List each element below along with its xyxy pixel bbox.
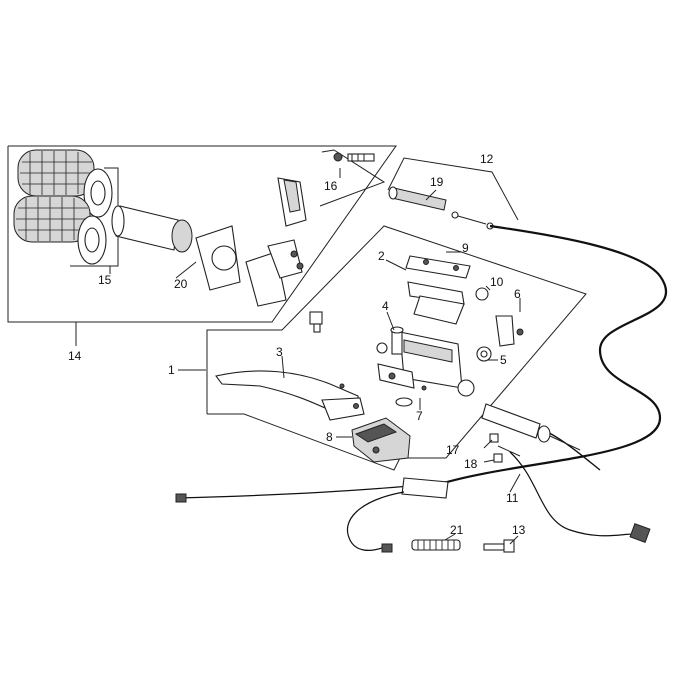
callout-7: 7 xyxy=(416,409,423,423)
brake-lever xyxy=(215,370,365,421)
group-1-frame xyxy=(206,225,587,471)
switch-housing-upper xyxy=(277,177,307,227)
mirror-clamp xyxy=(495,315,524,347)
callout-16: 16 xyxy=(324,179,338,193)
leader-lines xyxy=(175,168,521,545)
handlebar-grip-upper xyxy=(17,149,113,218)
callout-6: 6 xyxy=(514,287,521,301)
callout-3: 3 xyxy=(276,345,283,359)
lever-bolt xyxy=(309,311,323,333)
callout-labels: 1 2 3 4 5 6 7 8 9 10 11 12 13 14 15 16 1… xyxy=(68,152,526,537)
wiring-harness xyxy=(175,451,651,553)
callout-9: 9 xyxy=(462,241,469,255)
callout-12: 12 xyxy=(480,152,494,166)
callout-15: 15 xyxy=(98,273,112,287)
callout-10: 10 xyxy=(490,275,504,289)
throttle-cable xyxy=(439,224,668,486)
cable-screw xyxy=(483,539,515,553)
group-14-frame xyxy=(7,145,397,346)
washer xyxy=(395,385,427,407)
group-12-frame xyxy=(387,157,519,221)
bleed-nut xyxy=(475,287,489,301)
callout-20: 20 xyxy=(174,277,188,291)
banjo-bolt xyxy=(476,346,492,362)
callout-14: 14 xyxy=(68,349,82,363)
reservoir-cap xyxy=(405,255,471,279)
callout-19: 19 xyxy=(430,175,444,189)
brake-light-switch xyxy=(351,417,411,463)
cable-adjuster xyxy=(481,403,581,451)
return-spring xyxy=(411,539,461,551)
cable-sleeve xyxy=(388,186,447,211)
callout-17: 17 xyxy=(446,443,460,457)
callout-2: 2 xyxy=(378,249,385,263)
callout-11: 11 xyxy=(506,491,519,505)
callout-5: 5 xyxy=(500,353,507,367)
handlebar-grip-lower xyxy=(13,195,107,265)
throttle-tube xyxy=(111,205,304,307)
brake-master-cylinder xyxy=(377,281,475,397)
callout-13: 13 xyxy=(512,523,526,537)
callout-1: 1 xyxy=(168,363,175,377)
callout-8: 8 xyxy=(326,430,333,444)
cable-end-fitting xyxy=(451,211,494,230)
screw-set xyxy=(319,149,386,207)
callout-4: 4 xyxy=(382,299,389,313)
adjuster-screws xyxy=(489,433,521,463)
callout-18: 18 xyxy=(464,457,478,471)
callout-21: 21 xyxy=(450,523,464,537)
pivot-pin xyxy=(376,326,404,355)
